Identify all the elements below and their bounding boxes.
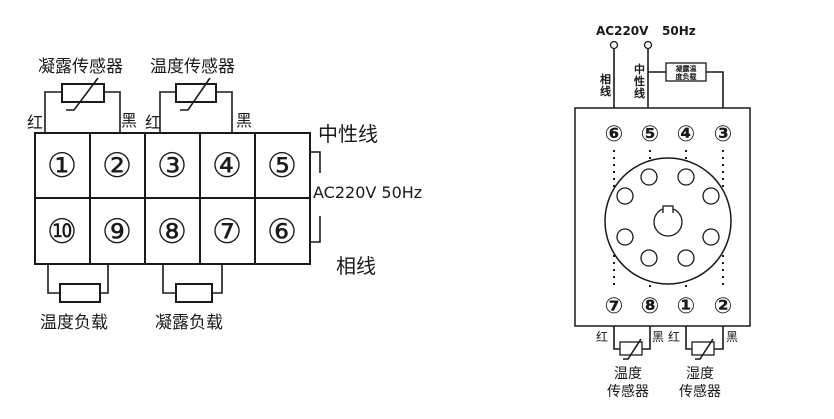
pin-7: ⑦ xyxy=(605,294,624,319)
black-wire-label: 黑 xyxy=(726,330,738,344)
red-wire-label: 红 xyxy=(27,113,43,132)
black-wire-label: 黑 xyxy=(236,111,252,130)
terminal-5: ⑤ xyxy=(267,146,297,186)
octal-socket xyxy=(604,157,732,285)
right-diagram: AC220V 50Hz 相线 中性线 凝露温 度负载 ⑥ ⑤ ④ ③ xyxy=(574,24,751,400)
temperature-sensor-label: 温度 xyxy=(614,366,642,382)
humidity-sensor-label-2: 传感器 xyxy=(679,383,721,400)
terminal-9: ⑨ xyxy=(102,212,132,252)
terminal-10: ⑩ xyxy=(47,212,77,252)
left-diagram: 凝露传感器 温度传感器 红 黑 红 黑 ① ② ③ ④ xyxy=(27,57,422,333)
neutral-vertical-label: 中性线 xyxy=(634,62,645,100)
phase-vertical-label: 相线 xyxy=(600,72,611,98)
power-wiring xyxy=(310,151,321,243)
pin-8: ⑧ xyxy=(641,294,660,319)
load-label-line2: 度负载 xyxy=(676,72,697,81)
black-wire-label: 黑 xyxy=(652,330,664,344)
terminal-1: ① xyxy=(47,146,77,186)
terminal-4: ④ xyxy=(212,146,242,186)
humidity-sensor-symbol xyxy=(685,326,724,360)
temperature-load-label: 温度负载 xyxy=(40,313,108,333)
load-box xyxy=(665,62,707,82)
vertical-label-char: 线 xyxy=(600,84,611,98)
vertical-label-char: 中 xyxy=(634,62,645,76)
vertical-label-char: 相 xyxy=(600,72,611,86)
power-supply-label: AC220V 50Hz xyxy=(313,183,422,202)
ac-terminal-post xyxy=(609,40,619,50)
svg-text:中性线: 中性线 xyxy=(634,62,645,100)
phase-line-label: 相线 xyxy=(336,254,376,278)
pin-6: ⑥ xyxy=(605,122,624,147)
neutral-line-label: 中性线 xyxy=(318,122,378,146)
black-wire-label: 黑 xyxy=(121,111,137,130)
condensation-sensor-label: 凝露传感器 xyxy=(38,57,123,77)
ac-terminal-post xyxy=(643,40,653,50)
terminal-6: ⑥ xyxy=(267,212,297,252)
condensation-load-label: 凝露负载 xyxy=(155,313,223,333)
ac-voltage-label: AC220V xyxy=(596,24,649,38)
temperature-load-symbol xyxy=(47,264,109,303)
terminal-8: ⑧ xyxy=(157,212,187,252)
frequency-label: 50Hz xyxy=(662,24,696,38)
terminal-block: ① ② ③ ④ ⑤ ⑩ ⑨ ⑧ ⑦ ⑥ xyxy=(34,132,311,265)
temperature-sensor-symbol xyxy=(613,326,651,360)
red-wire-label: 红 xyxy=(596,329,608,344)
vertical-label-char: 线 xyxy=(634,86,645,100)
condensation-load-symbol xyxy=(162,264,223,303)
temperature-sensor-symbol xyxy=(159,77,233,133)
svg-text:相线: 相线 xyxy=(600,72,611,98)
pin-4: ④ xyxy=(677,122,696,147)
condensation-sensor-symbol xyxy=(44,77,121,133)
load-label-line1: 凝露温 xyxy=(676,64,697,73)
terminal-7: ⑦ xyxy=(212,212,242,252)
red-wire-label: 红 xyxy=(145,113,161,132)
pin-5: ⑤ xyxy=(641,122,660,147)
vertical-label-char: 性 xyxy=(634,74,645,88)
temperature-sensor-label-2: 传感器 xyxy=(607,383,649,400)
temperature-sensor-label: 温度传感器 xyxy=(150,57,235,77)
pin-3: ③ xyxy=(714,122,733,147)
pin-2: ② xyxy=(714,294,733,319)
terminal-2: ② xyxy=(102,146,132,186)
humidity-sensor-label: 湿度 xyxy=(686,366,714,382)
pin-1: ① xyxy=(677,294,696,319)
terminal-3: ③ xyxy=(157,146,187,186)
red-wire-label: 红 xyxy=(668,329,680,344)
